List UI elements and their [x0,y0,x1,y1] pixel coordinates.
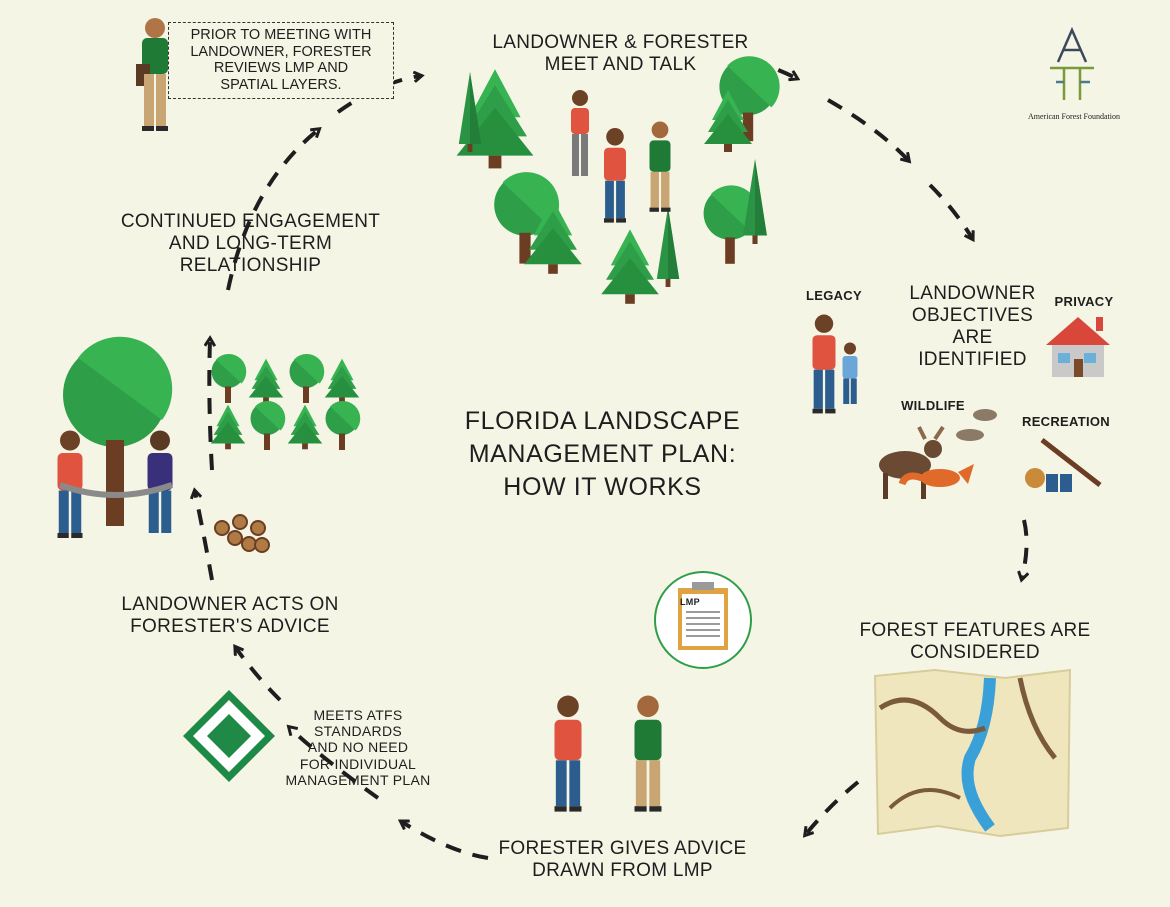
forest-features-map [873,668,1072,838]
moose-icon [879,425,945,499]
lmp-speech-bubble [654,571,752,669]
atfs-standards-label: MEETS ATFS STANDARDS AND NO NEED FOR IND… [268,707,448,788]
objectives-line-3: ARE [952,327,993,349]
prior-line-2: LANDOWNER, FORESTER [190,43,372,60]
advice-line-2: DRAWN FROM LMP [532,860,713,882]
prior-to-meeting-note: PRIOR TO MEETING WITH LANDOWNER, FORESTE… [168,22,394,99]
forester-on-phone-figure [136,18,168,131]
lmp-document-label: LMP [680,597,700,607]
engagement-line-2: AND LONG-TERM [168,233,333,255]
landowner-acts-label: LANDOWNER ACTS ON FORESTER'S ADVICE [100,594,360,638]
meet-line-2: MEET AND TALK [544,54,697,76]
acts-line-1: LANDOWNER ACTS ON [121,594,339,615]
meet-and-talk-label: LANDOWNER & FORESTER MEET AND TALK [478,32,763,76]
engagement-line-3: RELATIONSHIP [179,255,322,277]
objectives-illustration [812,314,1110,499]
features-line-2: CONSIDERED [910,642,1040,664]
recreation-tag: RECREATION [1022,414,1110,429]
meet-line-1: LANDOWNER & FORESTER [492,32,749,53]
house-icon [1046,317,1110,377]
atfs-badge [183,690,275,782]
fox-icon [898,464,974,487]
prior-line-3: REVIEWS LMP AND [213,60,349,77]
acting-illustration [57,336,361,553]
objectives-label: LANDOWNER OBJECTIVES ARE IDENTIFIED [895,283,1050,371]
atfs-line-3: FOR INDIVIDUAL [299,755,417,772]
atfs-line-2: AND NO NEED [307,739,409,756]
continued-engagement-label: CONTINUED ENGAGEMENT AND LONG-TERM RELAT… [108,211,393,277]
title-line-2: MANAGEMENT PLAN: [468,440,737,468]
logo-wordmark: American Forest Foundation [1028,112,1120,121]
engagement-line-1: CONTINUED ENGAGEMENT [120,211,381,232]
advice-figures [554,695,662,812]
title-line-1: FLORIDA LANDSCAPE [464,407,741,435]
objectives-line-2: OBJECTIVES [911,305,1034,327]
advice-line-1: FORESTER GIVES ADVICE [498,838,747,859]
objectives-line-4: IDENTIFIED [918,349,1027,371]
forest-features-label: FOREST FEATURES ARE CONSIDERED [850,620,1100,664]
wildlife-tag: WILDLIFE [901,398,965,413]
meeting-forest-illustration [456,56,780,304]
acts-line-2: FORESTER'S ADVICE [130,616,330,638]
atfs-line-1: MEETS ATFS STANDARDS [313,707,403,740]
title-line-3: HOW IT WORKS [503,473,702,501]
recreation-gear-icon [1025,438,1102,492]
forester-advice-label: FORESTER GIVES ADVICE DRAWN FROM LMP [480,838,765,882]
objectives-line-1: LANDOWNER [909,283,1036,304]
legacy-tag: LEGACY [806,288,862,303]
atfs-line-4: MANAGEMENT PLAN [285,771,431,788]
features-line-1: FOREST FEATURES ARE [859,620,1091,641]
privacy-tag: PRIVACY [1054,294,1114,309]
prior-line-4: SPATIAL LAYERS. [220,77,342,94]
american-forest-foundation-logo [1050,26,1094,100]
ducks-icon [956,409,997,441]
diagram-title: FLORIDA LANDSCAPE MANAGEMENT PLAN: HOW I… [445,405,760,504]
prior-line-1: PRIOR TO MEETING WITH [190,27,372,43]
